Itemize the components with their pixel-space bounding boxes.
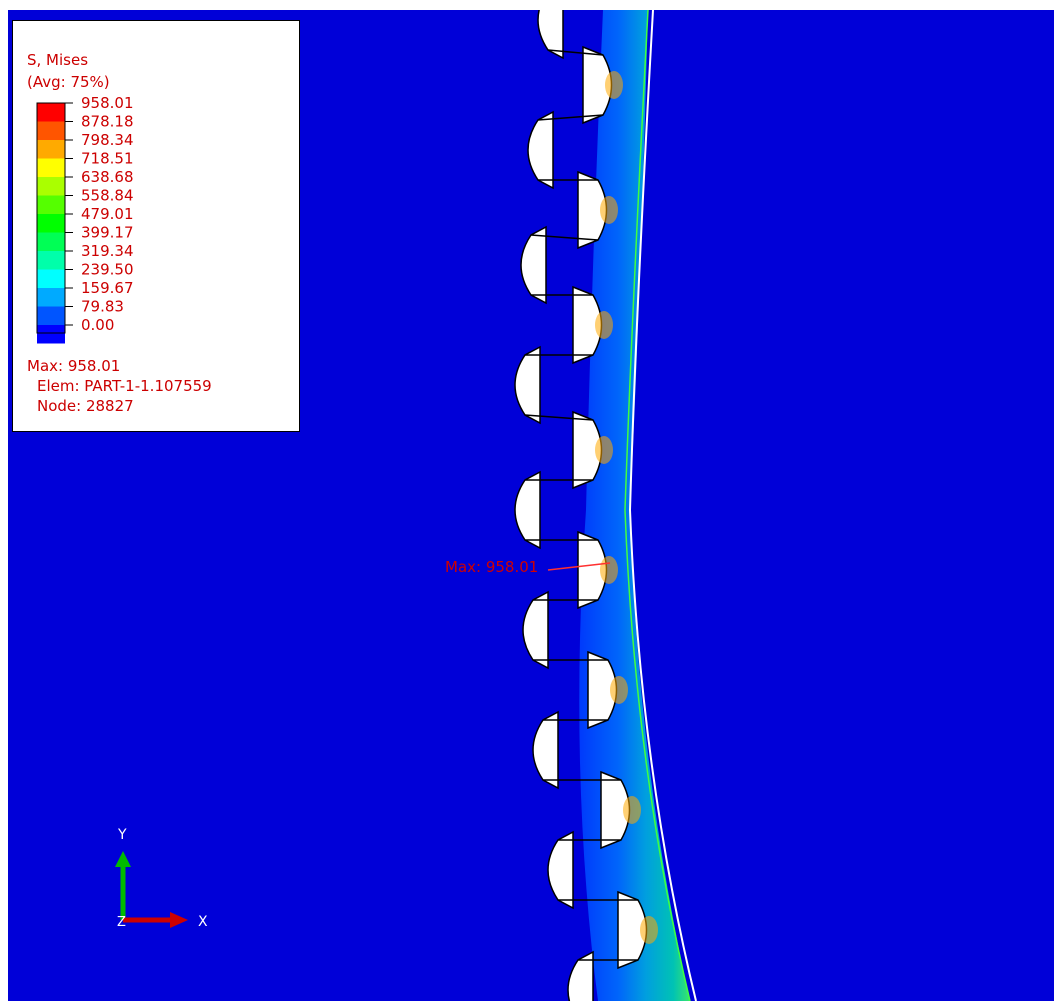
triad-z-label: Z: [117, 915, 126, 930]
legend-level-label: 239.50: [81, 261, 134, 279]
stress-hotspot: [600, 196, 618, 224]
legend-swatch: [37, 325, 65, 344]
tooth-notch: [547, 830, 574, 910]
tooth-flank: [537, 114, 604, 121]
legend-swatch: [37, 158, 65, 177]
legend-level-label: 558.84: [81, 187, 134, 205]
legend-swatch: [37, 251, 65, 270]
legend-level-label: 638.68: [81, 168, 134, 186]
legend-level-label: 878.18: [81, 113, 134, 131]
max-marker-label: Max: 958.01: [445, 558, 539, 576]
legend-swatch: [37, 140, 65, 159]
legend-swatch: [37, 306, 65, 325]
stress-hotspot: [623, 796, 641, 824]
tooth-notch: [537, 10, 564, 60]
legend-title: S, Mises: [27, 51, 89, 69]
legend-level-label: 798.34: [81, 131, 134, 149]
stress-hotspot: [610, 676, 628, 704]
tooth-notch: [514, 345, 541, 425]
x-arrow-icon: [170, 912, 188, 928]
legend-elem: Elem: PART-1-1.107559: [37, 377, 212, 395]
tooth-flank: [547, 49, 604, 56]
triad-y-label: Y: [117, 827, 127, 843]
legend-level-label: 479.01: [81, 205, 134, 223]
legend-scale-border: [36, 102, 66, 334]
tooth-notch: [520, 225, 547, 305]
legend-color-scale: 958.01878.18798.34718.51638.68558.84479.…: [36, 94, 134, 344]
stress-band: [579, 10, 690, 1001]
y-arrow-icon: [115, 851, 131, 867]
tooth-flank: [530, 234, 599, 241]
tooth-notch: [514, 470, 541, 550]
stress-hotspot: [600, 556, 618, 584]
legend-subtitle: (Avg: 75%): [27, 73, 110, 91]
tooth-notch: [522, 590, 549, 670]
legend-level-label: 319.34: [81, 242, 134, 260]
legend-level-label: 159.67: [81, 279, 134, 297]
tooth-notch: [527, 110, 554, 190]
tooth-notch: [532, 710, 559, 790]
stress-hotspot: [605, 71, 623, 99]
legend-swatch: [37, 214, 65, 233]
legend-level-label: 399.17: [81, 224, 134, 242]
axis-triad: Y X Z: [115, 827, 208, 930]
legend-swatch: [37, 177, 65, 196]
legend-swatch: [37, 103, 65, 122]
legend-swatch: [37, 195, 65, 214]
legend-level-label: 718.51: [81, 150, 134, 168]
legend-node: Node: 28827: [37, 397, 134, 415]
legend-swatch: [37, 288, 65, 307]
legend-level-label: 79.83: [81, 298, 124, 316]
legend-swatch: [37, 269, 65, 288]
tooth-flank: [524, 414, 594, 421]
stress-hotspot: [595, 311, 613, 339]
tooth-notch: [567, 950, 594, 1001]
stress-contour-plot[interactable]: [8, 10, 1054, 1001]
outer-boundary: [628, 10, 697, 1001]
legend-swatch: [37, 121, 65, 140]
legend-level-label: 958.01: [81, 94, 134, 112]
stress-hotspot: [595, 436, 613, 464]
hotspots-group: [595, 71, 658, 944]
max-marker-line: [547, 562, 611, 571]
legend-max: Max: 958.01: [27, 357, 121, 375]
legend-swatch: [37, 232, 65, 251]
outer-boundary-green: [624, 10, 691, 1001]
legend-level-label: 0.00: [81, 316, 114, 334]
triad-x-label: X: [198, 914, 208, 930]
stress-hotspot: [640, 916, 658, 944]
